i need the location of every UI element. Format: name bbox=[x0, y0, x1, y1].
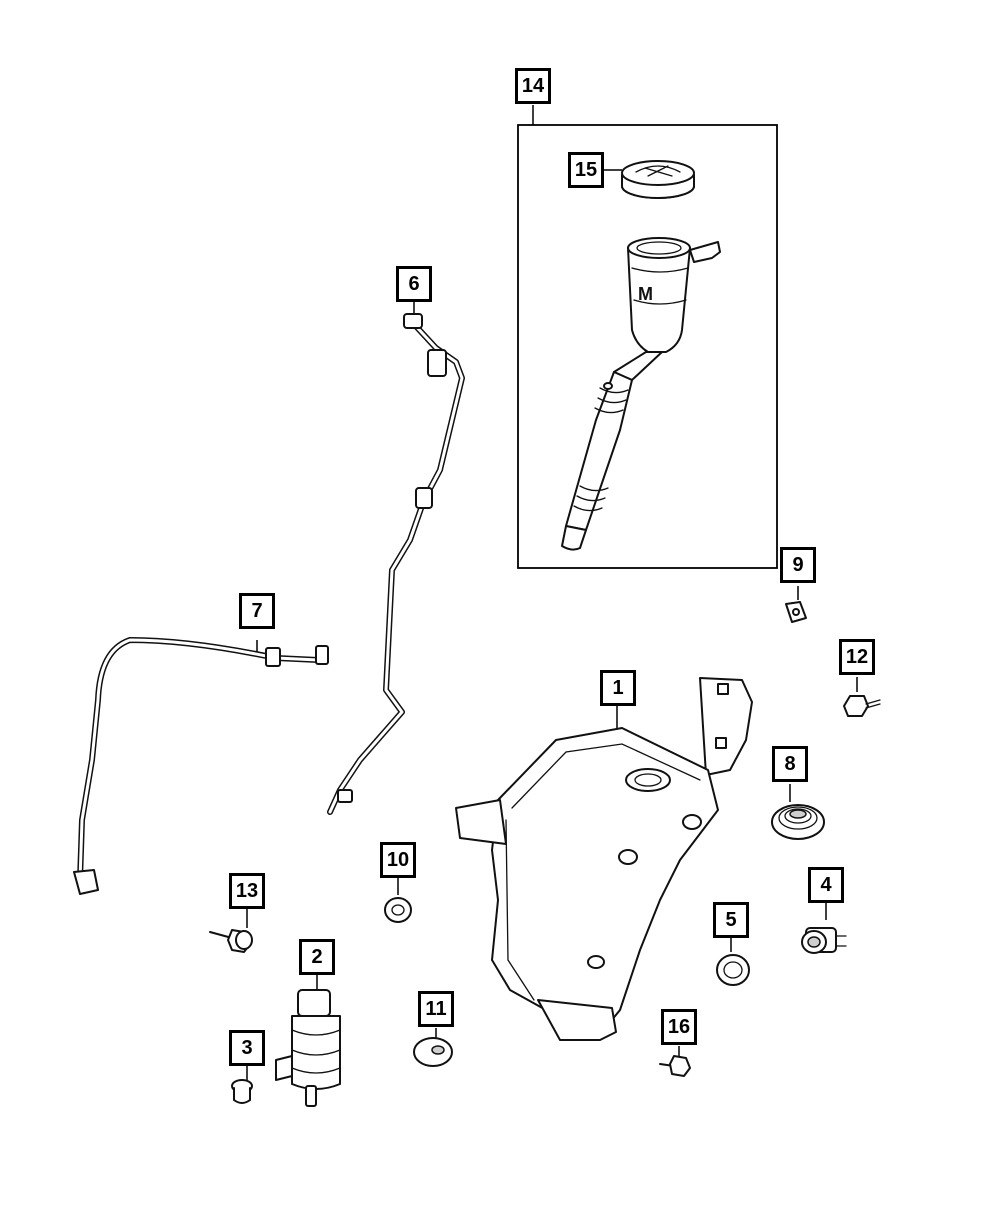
part-1-reservoir bbox=[455, 677, 753, 1041]
part-12-bolt bbox=[843, 695, 881, 717]
part-14-filler-neck: M bbox=[561, 237, 721, 551]
callout-7: 7 bbox=[239, 593, 275, 629]
callout-12: 12 bbox=[839, 639, 875, 675]
callout-4: 4 bbox=[808, 867, 844, 903]
part-16-bolt bbox=[659, 1055, 691, 1077]
part-10-grommet bbox=[384, 897, 412, 923]
part-3-grommet bbox=[231, 1079, 253, 1104]
part-2-pump bbox=[275, 989, 341, 1107]
callout-9: 9 bbox=[780, 547, 816, 583]
callout-2: 2 bbox=[299, 939, 335, 975]
callout-6: 6 bbox=[396, 266, 432, 302]
part-11-grommet bbox=[413, 1037, 453, 1067]
part-9-nut-clip bbox=[785, 601, 807, 623]
callout-16: 16 bbox=[661, 1009, 697, 1045]
callout-13: 13 bbox=[229, 873, 265, 909]
svg-text:M: M bbox=[638, 284, 653, 304]
part-8-grommet bbox=[771, 804, 825, 840]
kit-14-frame bbox=[517, 124, 778, 569]
callout-10: 10 bbox=[380, 842, 416, 878]
part-5-grommet bbox=[716, 954, 750, 986]
callout-3: 3 bbox=[229, 1030, 265, 1066]
part-4-sensor bbox=[801, 927, 847, 954]
part-6-hose bbox=[327, 313, 465, 815]
callout-14: 14 bbox=[515, 68, 551, 104]
part-13-bolt bbox=[209, 929, 253, 953]
part-7-hose bbox=[73, 637, 329, 895]
callout-15: 15 bbox=[568, 152, 604, 188]
callout-1: 1 bbox=[600, 670, 636, 706]
callout-11: 11 bbox=[418, 991, 454, 1027]
callout-5: 5 bbox=[713, 902, 749, 938]
part-15-cap bbox=[621, 160, 695, 199]
callout-8: 8 bbox=[772, 746, 808, 782]
